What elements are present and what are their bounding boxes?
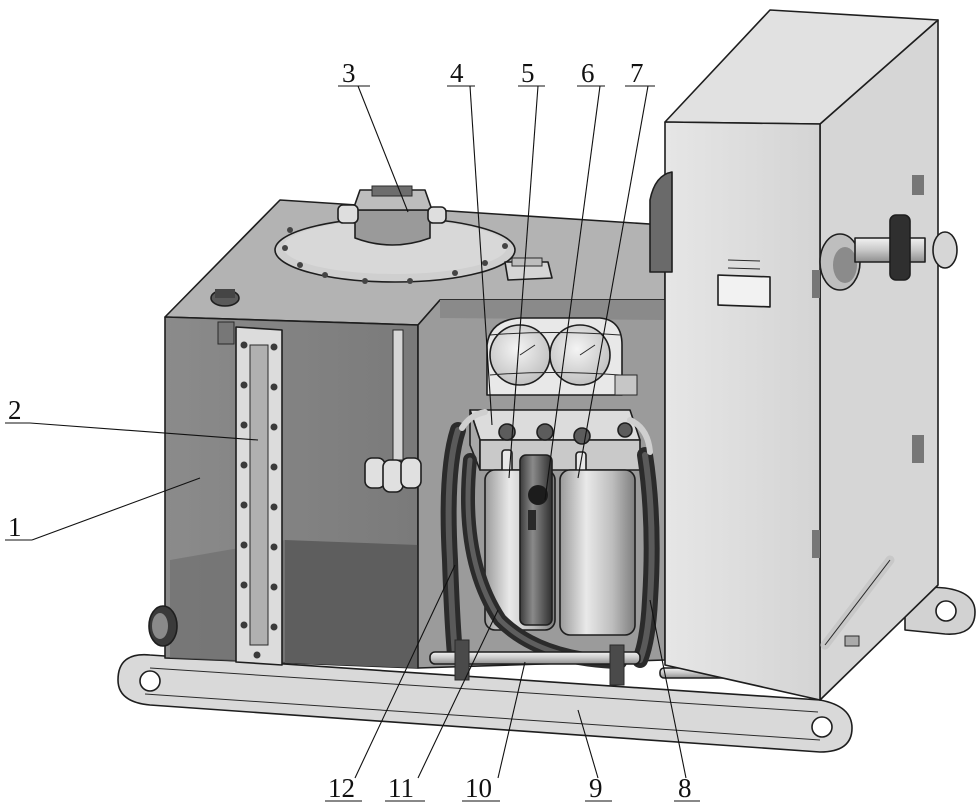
- callout-1: 1: [8, 512, 22, 542]
- filter-assembly: [469, 317, 641, 636]
- callout-8: 8: [678, 773, 692, 803]
- callout-7: 7: [630, 58, 644, 88]
- callout-11: 11: [388, 773, 414, 803]
- level-gauge: [217, 321, 283, 666]
- callout-5: 5: [521, 58, 535, 88]
- electrical-cabinet: [649, 9, 958, 701]
- leader-lines: [5, 85, 700, 802]
- callout-4: 4: [450, 58, 464, 88]
- callout-6: 6: [581, 58, 595, 88]
- callout-9: 9: [589, 773, 603, 803]
- breather-cover: [274, 185, 516, 284]
- base-skid: [117, 584, 976, 753]
- suction-strainer: [364, 329, 422, 493]
- callout-12: 12: [328, 773, 355, 803]
- callout-10: 10: [465, 773, 492, 803]
- callout-3: 3: [342, 58, 356, 88]
- callout-labels: 1 2 3 4 5 6 7 8 9 10 11 12: [8, 58, 692, 803]
- callout-2: 2: [8, 395, 22, 425]
